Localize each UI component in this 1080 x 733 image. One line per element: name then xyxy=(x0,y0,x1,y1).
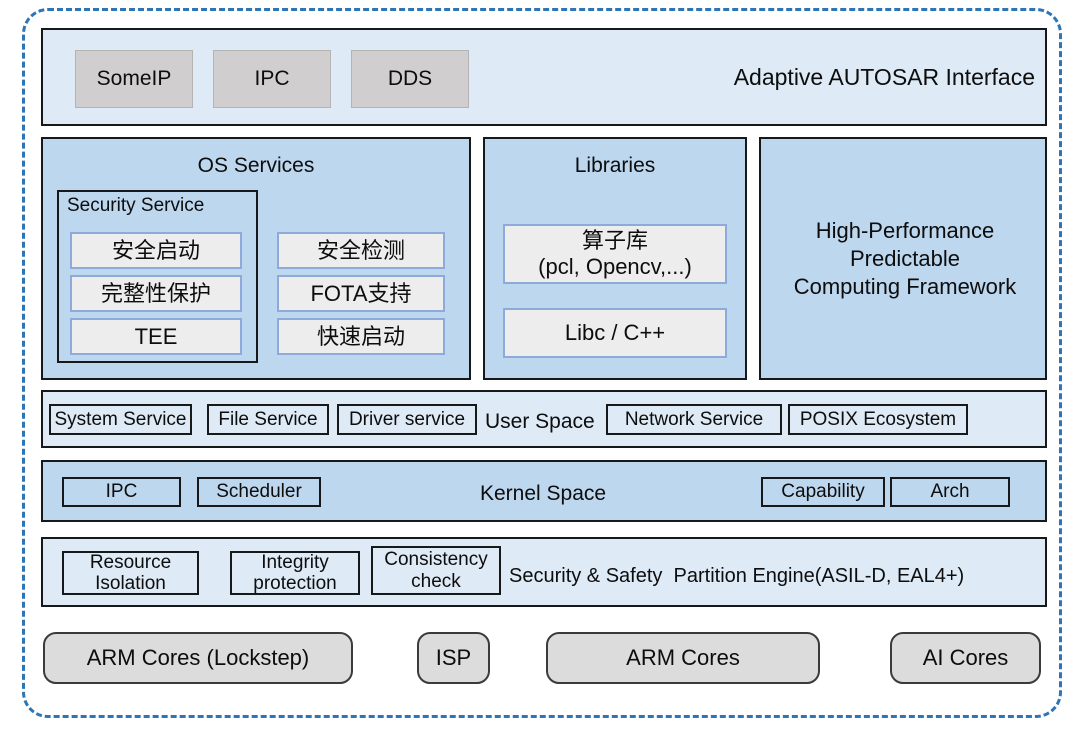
box-posix-ecosystem[interactable]: POSIX Ecosystem xyxy=(788,404,968,435)
chip-integrity-protection[interactable]: 完整性保护 xyxy=(70,275,242,312)
chip-ai-cores[interactable]: AI Cores xyxy=(890,632,1041,684)
box-network-service[interactable]: Network Service xyxy=(606,404,782,435)
chip-dds[interactable]: DDS xyxy=(351,50,469,108)
kernel-space-band: Kernel Space xyxy=(41,460,1047,522)
chip-libc-cpp[interactable]: Libc / C++ xyxy=(503,308,727,358)
security-service-label: Security Service xyxy=(67,195,205,216)
box-capability[interactable]: Capability xyxy=(761,477,885,507)
box-file-service[interactable]: File Service xyxy=(207,404,329,435)
box-resource-isolation[interactable]: Resource Isolation xyxy=(62,551,199,595)
os-services-title: OS Services xyxy=(197,154,315,177)
security-safety-label: Security & Safety Partition Engine(ASIL-… xyxy=(509,565,965,587)
box-driver-service[interactable]: Driver service xyxy=(337,404,477,435)
box-kernel-ipc[interactable]: IPC xyxy=(62,477,181,507)
chip-isp[interactable]: ISP xyxy=(417,632,490,684)
box-consistency-check[interactable]: Consistency check xyxy=(371,546,501,595)
chip-fast-boot[interactable]: 快速启动 xyxy=(277,318,445,355)
chip-ipc[interactable]: IPC xyxy=(213,50,331,108)
computing-framework-panel: High-Performance Predictable Computing F… xyxy=(759,137,1047,380)
kernel-space-label: Kernel Space xyxy=(480,482,607,505)
chip-arm-cores-lockstep[interactable]: ARM Cores (Lockstep) xyxy=(43,632,353,684)
libraries-title: Libraries xyxy=(574,154,656,177)
soc-boundary xyxy=(22,8,1062,718)
security-service-group: Security Service xyxy=(57,190,258,363)
chip-tee[interactable]: TEE xyxy=(70,318,242,355)
chip-fota-support[interactable]: FOTA支持 xyxy=(277,275,445,312)
chip-operator-library[interactable]: 算子库 (pcl, Opencv,...) xyxy=(503,224,727,284)
chip-arm-cores[interactable]: ARM Cores xyxy=(546,632,820,684)
box-arch[interactable]: Arch xyxy=(890,477,1010,507)
computing-framework-label: High-Performance Predictable Computing F… xyxy=(793,218,1017,300)
adaptive-autosar-label: Adaptive AUTOSAR Interface xyxy=(733,64,1035,90)
box-scheduler[interactable]: Scheduler xyxy=(197,477,321,507)
chip-security-detection[interactable]: 安全检测 xyxy=(277,232,445,269)
security-safety-band: Security & Safety Partition Engine(ASIL-… xyxy=(41,537,1047,607)
box-system-service[interactable]: System Service xyxy=(49,404,192,435)
adaptive-autosar-layer: Adaptive AUTOSAR Interface xyxy=(41,28,1047,126)
user-space-label: User Space xyxy=(485,410,595,433)
chip-secure-boot[interactable]: 安全启动 xyxy=(70,232,242,269)
chip-someip[interactable]: SomeIP xyxy=(75,50,193,108)
box-integrity-protection[interactable]: Integrity protection xyxy=(230,551,360,595)
